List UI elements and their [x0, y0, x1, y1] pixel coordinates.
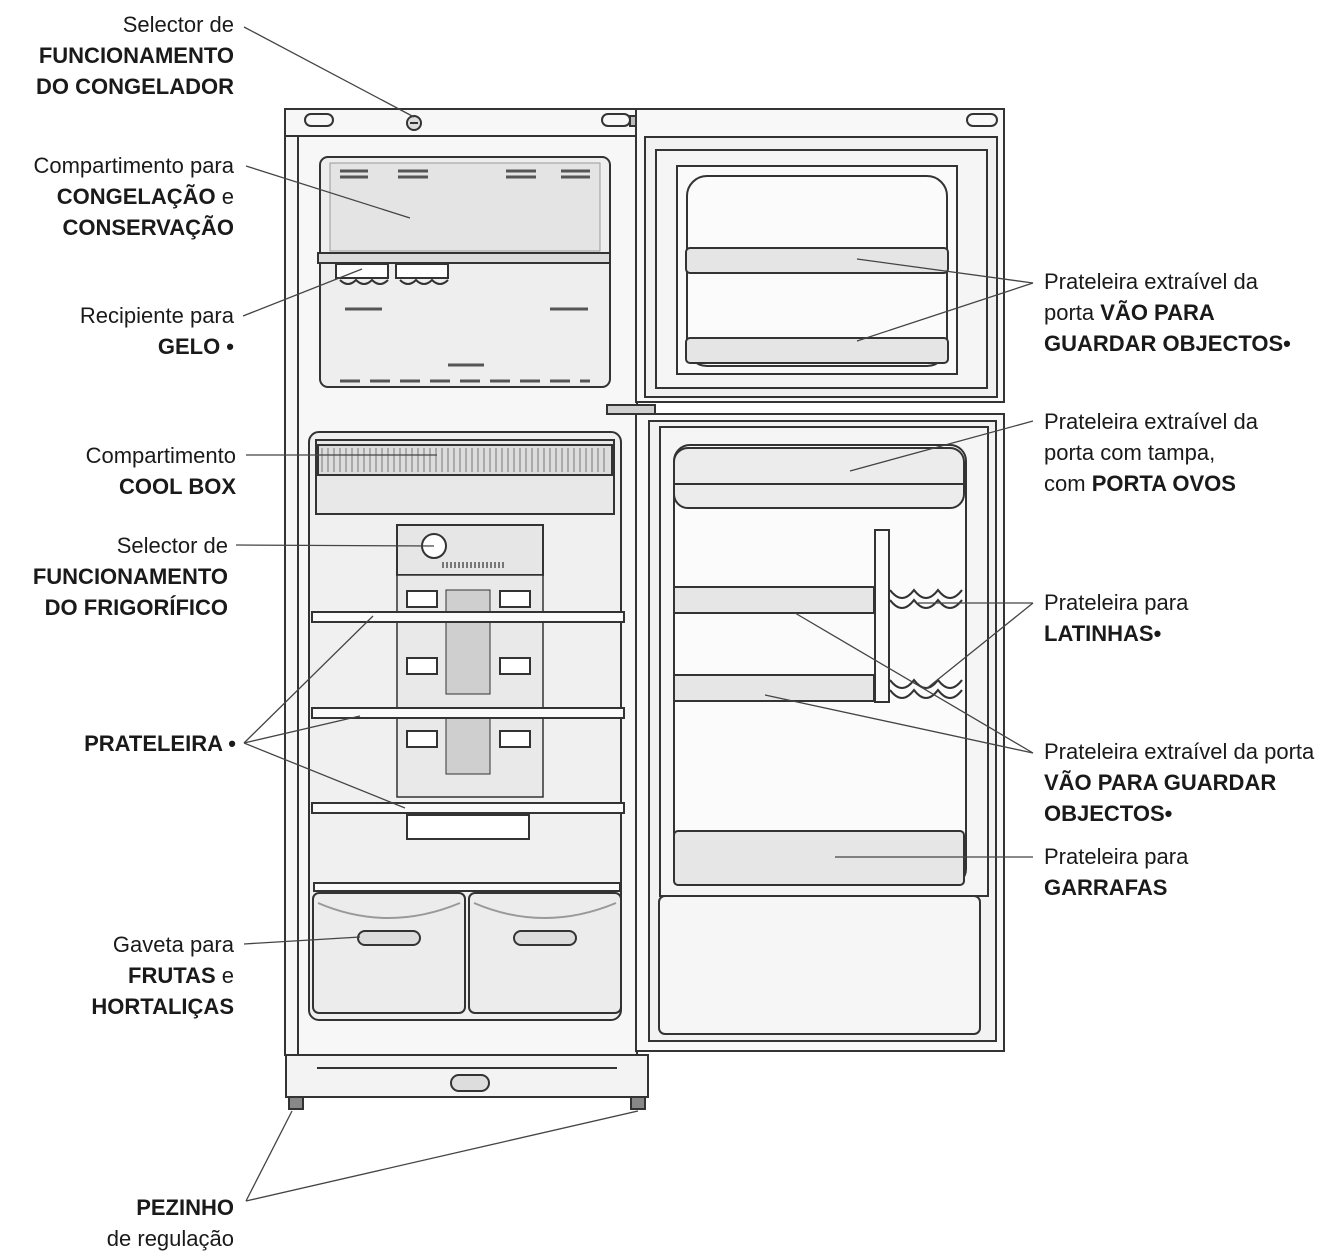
label-line: GARRAFAS [1044, 875, 1168, 900]
bottle-shelf [673, 830, 965, 886]
label-line: VÃO PARA GUARDAR [1044, 770, 1277, 795]
label-bold: PORTA OVOS [1091, 471, 1236, 496]
label-line: porta com tampa, [1044, 440, 1216, 465]
fridge-shelves [311, 611, 625, 892]
base-plinth [285, 1054, 649, 1098]
label-line: Selector de [122, 12, 234, 37]
door-hinge [606, 404, 656, 415]
label-line: Prateleira para [1044, 844, 1189, 869]
label-line: DO FRIGORÍFICO [44, 595, 228, 620]
label-line: CONGELAÇÃO e [33, 181, 234, 212]
label-line: de regulação [106, 1226, 234, 1251]
label-line: CONSERVAÇÃO [62, 215, 234, 240]
adjustable-feet [288, 1096, 646, 1110]
egg-tray [673, 447, 965, 509]
label-line: Prateleira extraível da [1044, 409, 1258, 434]
label-bold: CONGELAÇÃO [56, 184, 216, 209]
label-line: Compartimento [85, 443, 236, 468]
label-freezer-door-shelf: Prateleira extraível da porta VÃO PARA G… [1044, 266, 1291, 359]
label-line: PEZINHO [136, 1195, 234, 1220]
label-line: DO CONGELADOR [36, 74, 234, 99]
crisper-drawers [312, 892, 622, 1014]
label-egg-shelf: Prateleira extraível da porta com tampa,… [1044, 406, 1258, 499]
label-shelf: PRATELEIRA • [84, 728, 236, 759]
label-line: com PORTA OVOS [1044, 468, 1258, 499]
label-feet: PEZINHO de regulação [107, 1192, 234, 1254]
label-line: COOL BOX [119, 474, 236, 499]
label-line: Prateleira extraível da porta [1044, 739, 1315, 764]
leader-lines [235, 26, 1034, 1202]
label-normal: e [215, 184, 234, 209]
freezer-selector-knob-icon [406, 115, 422, 131]
label-normal: e [215, 963, 234, 988]
label-line: Prateleira extraível da [1044, 269, 1258, 294]
label-line: OBJECTOS• [1044, 801, 1173, 826]
label-line: Gaveta para [112, 932, 234, 957]
door-shelves [673, 529, 890, 703]
fridge-door [635, 413, 1005, 1052]
label-crisper: Gaveta para FRUTAS e HORTALIÇAS [91, 929, 234, 1022]
cool-box [317, 444, 613, 476]
label-freezer-selector: Selector de FUNCIONAMENTO DO CONGELADOR [36, 9, 234, 102]
label-freezer-compartment: Compartimento para CONGELAÇÃO e CONSERVA… [33, 150, 234, 243]
freezer-door [635, 108, 1005, 403]
label-line: HORTALIÇAS [91, 994, 234, 1019]
label-normal: porta [1044, 300, 1101, 325]
label-line: porta VÃO PARA [1044, 297, 1291, 328]
label-can-shelf: Prateleira para LATINHAS• [1044, 587, 1188, 649]
can-rack [889, 588, 963, 699]
control-panel [396, 524, 544, 798]
label-line: FRUTAS e [91, 960, 234, 991]
label-bold: FRUTAS [128, 963, 216, 988]
label-fridge-selector: Selector de FUNCIONAMENTO DO FRIGORÍFICO [33, 530, 228, 623]
label-line: LATINHAS• [1044, 621, 1162, 646]
label-bottle-shelf: Prateleira para GARRAFAS [1044, 841, 1188, 903]
label-normal: com [1044, 471, 1092, 496]
label-line: Recipiente para [79, 303, 234, 328]
label-line: FUNCIONAMENTO [38, 43, 234, 68]
label-bold: VÃO PARA [1100, 300, 1215, 325]
label-line: Compartimento para [33, 153, 234, 178]
label-ice-tray: Recipiente para GELO • [80, 300, 234, 362]
label-line: Prateleira para [1044, 590, 1189, 615]
label-line: FUNCIONAMENTO [32, 564, 228, 589]
label-fridge-door-shelf: Prateleira extraível da porta VÃO PARA G… [1044, 736, 1314, 829]
label-line: GELO • [157, 334, 234, 359]
label-cool-box: Compartimento COOL BOX [86, 440, 236, 502]
label-line: Selector de [116, 533, 228, 558]
label-line: GUARDAR OBJECTOS• [1044, 331, 1291, 356]
label-line: PRATELEIRA • [84, 731, 236, 756]
